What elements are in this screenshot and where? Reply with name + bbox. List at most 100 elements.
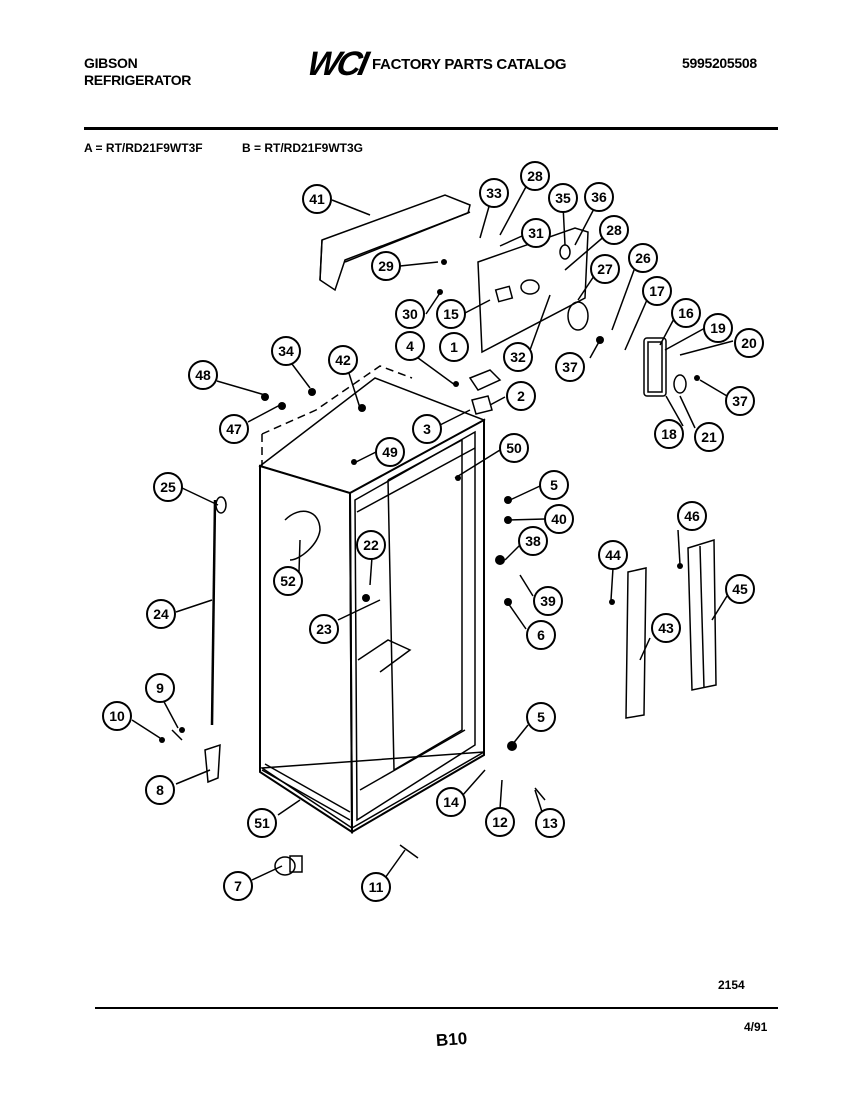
callout-10: 10	[102, 701, 132, 731]
catalog-number: 5995205508	[682, 55, 757, 71]
callout-number: 1	[450, 339, 458, 355]
callout-number: 32	[510, 349, 526, 365]
callout-17: 17	[642, 276, 672, 306]
product-name: REFRIGERATOR	[84, 72, 192, 88]
cabinet-shell	[258, 377, 486, 834]
callout-number: 12	[492, 814, 508, 830]
callout-number: 40	[551, 511, 567, 527]
callout-number: 52	[280, 573, 296, 589]
callout-46: 46	[677, 501, 707, 531]
callout-40: 40	[544, 504, 574, 534]
model-a-label: A = RT/RD21F9WT3F	[84, 141, 203, 155]
callout-circle	[479, 178, 509, 208]
callout-circle	[309, 614, 339, 644]
callout-18: 18	[654, 419, 684, 449]
control-panel-part	[477, 227, 589, 354]
callout-circle	[590, 254, 620, 284]
callout-circle	[356, 530, 386, 560]
callout-47: 47	[219, 414, 249, 444]
callout-circle	[145, 673, 175, 703]
callout-27: 27	[590, 254, 620, 284]
callout-49: 49	[375, 437, 405, 467]
callout-circle	[328, 345, 358, 375]
callout-circle	[506, 381, 536, 411]
callout-11: 11	[361, 872, 391, 902]
callout-circle	[375, 437, 405, 467]
callout-number: 5	[537, 709, 545, 725]
callout-number: 28	[527, 168, 543, 184]
callout-number: 45	[732, 581, 748, 597]
callout-37a: 37	[555, 352, 585, 382]
callout-44: 44	[598, 540, 628, 570]
callout-circle	[247, 808, 277, 838]
callout-circle	[145, 775, 175, 805]
callout-33: 33	[479, 178, 509, 208]
callout-circle	[521, 218, 551, 248]
callout-25: 25	[153, 472, 183, 502]
callout-13: 13	[535, 808, 565, 838]
callout-number: 34	[278, 343, 294, 359]
callout-circle	[535, 808, 565, 838]
callout-number: 4	[406, 338, 414, 354]
callout-circle	[677, 501, 707, 531]
callout-circle	[219, 414, 249, 444]
callout-35: 35	[548, 183, 578, 213]
callout-circle	[555, 352, 585, 382]
brand-name: GIBSON	[84, 55, 138, 71]
callout-circle	[273, 566, 303, 596]
catalog-title: FACTORY PARTS CATALOG	[372, 56, 567, 73]
callout-number: 51	[254, 815, 270, 831]
callout-28a: 28	[520, 161, 550, 191]
callout-12: 12	[485, 807, 515, 837]
footer-rule	[95, 1007, 778, 1009]
model-b-label: B = RT/RD21F9WT3G	[242, 141, 364, 155]
callout-37b: 37	[725, 386, 755, 416]
callout-24: 24	[146, 599, 176, 629]
callout-9: 9	[145, 673, 175, 703]
callout-number: 23	[316, 621, 332, 637]
callout-number: 11	[369, 879, 384, 895]
callout-number: 41	[309, 191, 325, 207]
revision-date: 4/91	[744, 1020, 768, 1034]
callout-number: 13	[542, 815, 558, 831]
callout-circle	[153, 472, 183, 502]
callout-circle	[436, 787, 466, 817]
callout-number: 14	[443, 794, 459, 810]
callout-39: 39	[533, 586, 563, 616]
callout-23: 23	[309, 614, 339, 644]
callout-circle	[371, 251, 401, 281]
callout-circle	[654, 419, 684, 449]
callout-3: 3	[412, 414, 442, 444]
callout-number: 37	[732, 393, 748, 409]
callout-number: 9	[156, 680, 164, 696]
callout-number: 48	[195, 367, 211, 383]
callout-circle	[539, 470, 569, 500]
callout-number: 33	[486, 185, 502, 201]
callout-34: 34	[271, 336, 301, 366]
callout-number: 43	[658, 620, 674, 636]
callout-51: 51	[247, 808, 277, 838]
callout-circle	[526, 702, 556, 732]
callout-circle	[533, 586, 563, 616]
callout-30: 30	[395, 299, 425, 329]
callout-circle	[361, 872, 391, 902]
callout-circle	[526, 620, 556, 650]
callout-number: 30	[402, 306, 418, 322]
callout-number: 36	[591, 189, 607, 205]
callout-31: 31	[521, 218, 551, 248]
callout-circle	[146, 599, 176, 629]
callout-circle	[548, 183, 578, 213]
callout-circle	[651, 613, 681, 643]
callout-number: 38	[525, 533, 541, 549]
callout-number: 42	[335, 352, 351, 368]
callout-number: 46	[684, 508, 700, 524]
callout-number: 10	[109, 708, 125, 724]
callout-number: 17	[649, 283, 665, 299]
callout-circle	[694, 422, 724, 452]
callout-22: 22	[356, 530, 386, 560]
callout-16: 16	[671, 298, 701, 328]
callout-number: 16	[678, 305, 694, 321]
header-rule	[84, 127, 778, 130]
callout-20: 20	[734, 328, 764, 358]
